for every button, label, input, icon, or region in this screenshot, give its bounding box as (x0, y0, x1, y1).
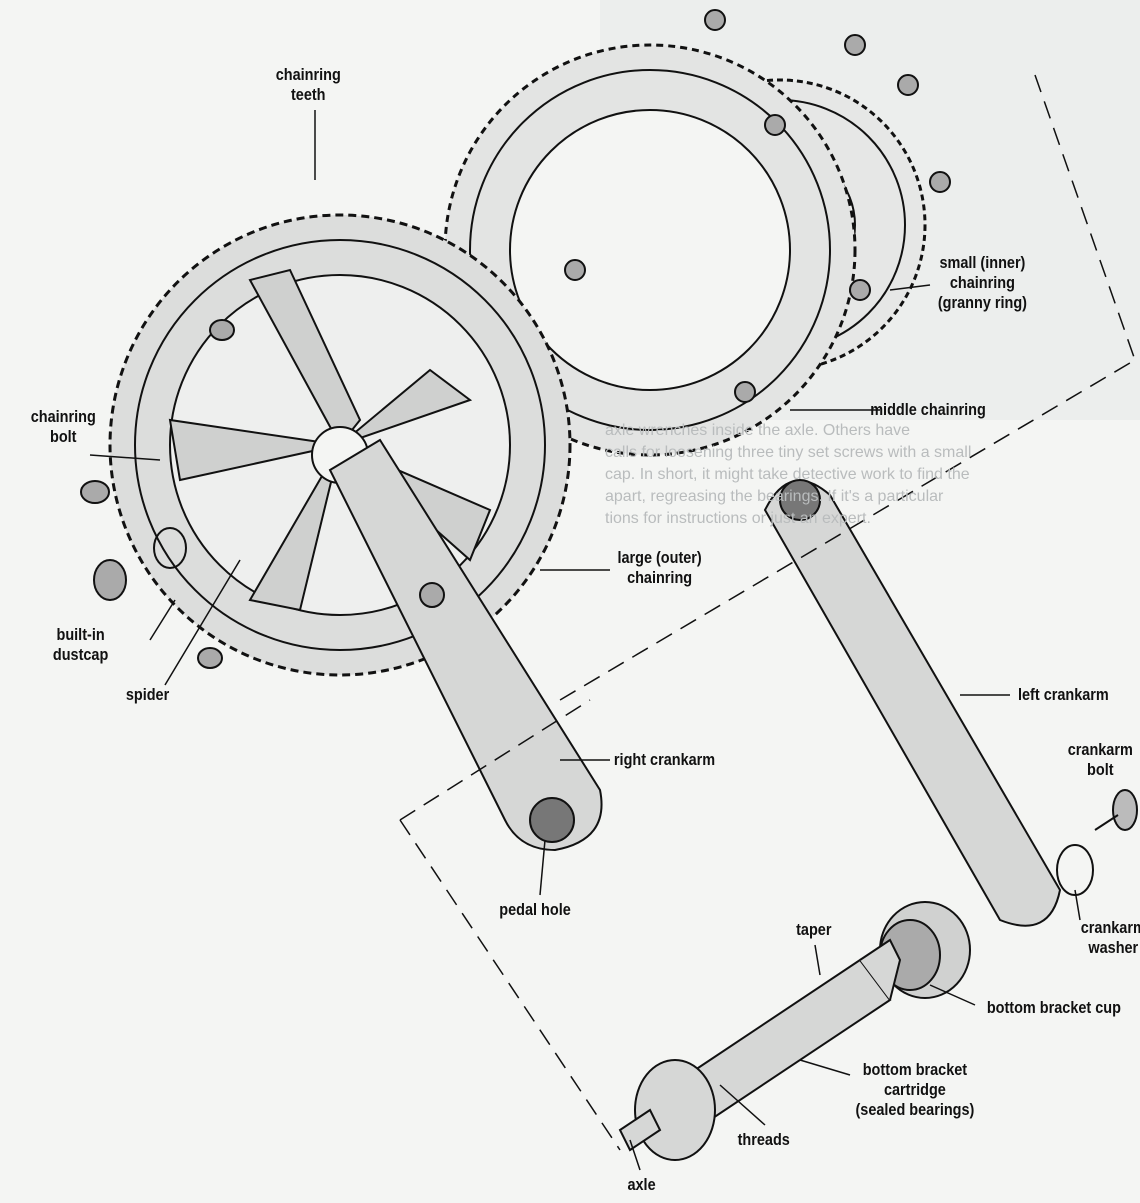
label-left-crankarm: left crankarm (1018, 685, 1109, 704)
label-large-chainring: large (outer)chainring (617, 548, 702, 587)
right-crankarm (328, 438, 603, 852)
label-pedal-hole: pedal hole (499, 900, 571, 919)
label-axle: axle (627, 1175, 656, 1194)
label-small-chainring: small (inner)chainring(granny ring) (937, 253, 1027, 312)
chainring-bolts (80, 9, 951, 669)
left-crankarm (763, 479, 1062, 927)
label-middle-chainring: middle chainring (870, 400, 986, 419)
label-right-crankarm: right crankarm (613, 750, 716, 769)
bottom-bracket-cartridge (618, 938, 902, 1161)
bg-line: apart, regreasing the bearings. If it's … (605, 488, 944, 505)
alignment-lines (399, 74, 1136, 1151)
label-spider: spider (125, 685, 170, 704)
bg-line: axle wrenches inside the axle. Others ha… (605, 422, 911, 439)
label-threads: threads (737, 1130, 790, 1149)
label-bb-cup: bottom bracket cup (986, 998, 1121, 1017)
bg-line: cap. In short, it might take detective w… (605, 466, 970, 483)
label-taper: taper (796, 920, 832, 939)
bg-line: calls for loosening three tiny set screw… (605, 444, 972, 461)
bottom-bracket-cup (879, 901, 971, 999)
crankarm-bolt (1056, 789, 1138, 896)
leader-lines (89, 110, 1081, 1171)
bg-line: tions for instructions or just an expert… (605, 510, 871, 527)
